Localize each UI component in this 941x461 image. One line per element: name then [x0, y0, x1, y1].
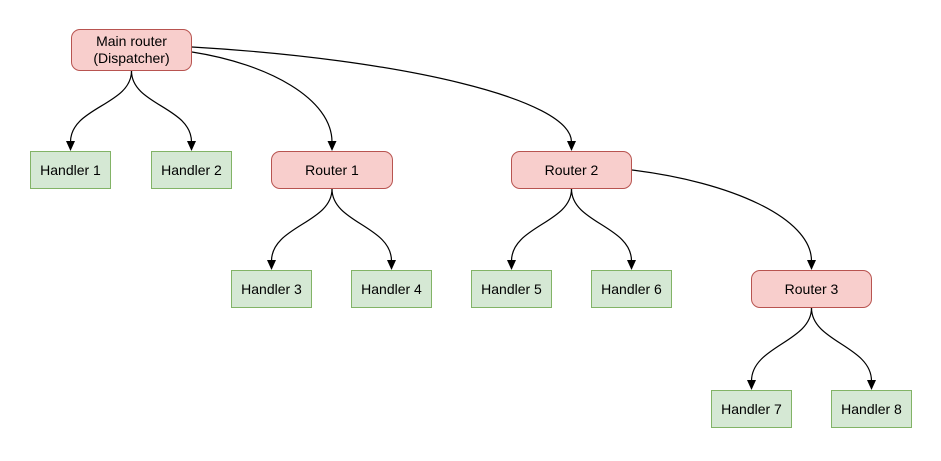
node-label: Handler 7: [721, 400, 782, 417]
arrowhead-icon: [567, 141, 576, 151]
node-h2-handler: Handler 2: [151, 151, 232, 189]
edge-r2-to-h6: [570, 188, 636, 270]
node-label: Router 1: [305, 161, 359, 178]
node-label: Handler 3: [241, 280, 302, 297]
node-label: Handler 1: [40, 161, 101, 178]
node-label: Handler 5: [481, 280, 542, 297]
node-h5-handler: Handler 5: [471, 270, 552, 308]
node-label: Handler 8: [841, 400, 902, 417]
node-h4-handler: Handler 4: [351, 270, 432, 308]
edge-main-to-h1: [66, 70, 133, 151]
arrowhead-icon: [747, 380, 756, 390]
edge-r1-to-h4: [331, 188, 396, 270]
node-h3-handler: Handler 3: [231, 270, 312, 308]
node-label: Handler 4: [361, 280, 422, 297]
node-h8-handler: Handler 8: [831, 390, 912, 428]
arrowhead-icon: [507, 260, 516, 270]
arrowhead-icon: [627, 260, 636, 270]
arrowhead-icon: [807, 260, 816, 270]
arrowhead-icon: [187, 141, 196, 151]
node-r2-router: Router 2: [511, 151, 632, 189]
node-label: Main router (Dispatcher): [93, 33, 170, 66]
arrowhead-icon: [867, 380, 876, 390]
arrowhead-icon: [267, 260, 276, 270]
node-h1-handler: Handler 1: [30, 151, 111, 189]
edge-r2-to-h5: [507, 188, 573, 270]
edge-main-to-r2: [191, 46, 576, 151]
node-main-router: Main router (Dispatcher): [71, 29, 192, 71]
node-label: Router 3: [784, 280, 839, 297]
node-h7-handler: Handler 7: [711, 390, 792, 428]
edge-main-to-r1: [191, 51, 337, 151]
node-r3-router: Router 3: [751, 270, 872, 308]
node-h6-handler: Handler 6: [591, 270, 672, 308]
arrowhead-icon: [66, 141, 75, 151]
node-r1-router: Router 1: [271, 151, 393, 189]
node-label: Router 2: [544, 161, 599, 178]
arrowhead-icon: [387, 260, 396, 270]
edge-main-to-h2: [130, 70, 196, 151]
node-label: Handler 2: [161, 161, 222, 178]
edge-r3-to-h8: [810, 307, 876, 390]
arrowhead-icon: [327, 141, 337, 151]
edge-r1-to-h3: [267, 188, 333, 270]
node-label: Handler 6: [601, 280, 662, 297]
edge-r3-to-h7: [747, 307, 813, 390]
edge-r2-to-r3: [631, 169, 816, 270]
